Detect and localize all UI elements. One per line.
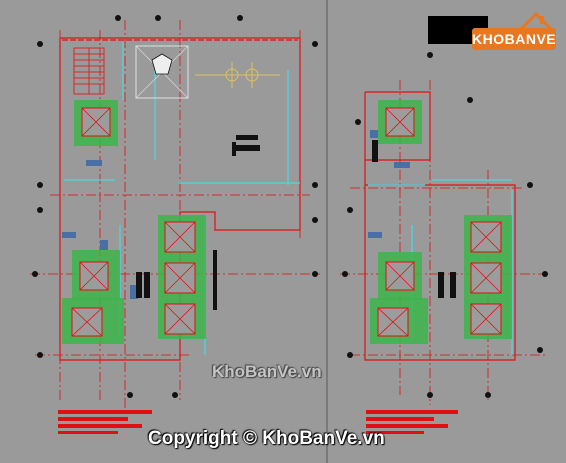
left-plan-pipe-symbols: [195, 62, 280, 88]
left-plan-column-marks: [32, 15, 318, 398]
right-plan-fixtures: [368, 130, 410, 238]
right-plan-column-marks: [342, 52, 548, 398]
logo-text: KHOBANVE: [472, 31, 557, 47]
left-plan-fixtures: [62, 160, 138, 299]
khobanve-logo: KHOBANVE: [428, 10, 558, 54]
right-floor-plan: [340, 52, 550, 434]
left-plan-legend: [58, 410, 152, 434]
left-plan-wc-room: [135, 45, 189, 99]
copyright-watermark: Copyright © KhoBanVe.vn: [148, 428, 385, 449]
left-plan-green-rooms: [62, 100, 206, 344]
left-plan-dark-fixtures: [136, 250, 217, 310]
left-floor-plan: [30, 15, 320, 434]
right-plan-legend: [366, 410, 458, 434]
right-plan-dark-fixtures: [372, 140, 456, 298]
center-watermark: KhoBanVe.vn: [212, 362, 322, 381]
left-plan-staircase: [73, 47, 105, 95]
logo-badge: KHOBANVE: [472, 28, 556, 50]
right-plan-axis-lines: [340, 80, 550, 405]
right-plan-green-rooms: [370, 100, 512, 344]
left-plan-equipment: [232, 135, 260, 156]
house-icon: [518, 11, 554, 32]
